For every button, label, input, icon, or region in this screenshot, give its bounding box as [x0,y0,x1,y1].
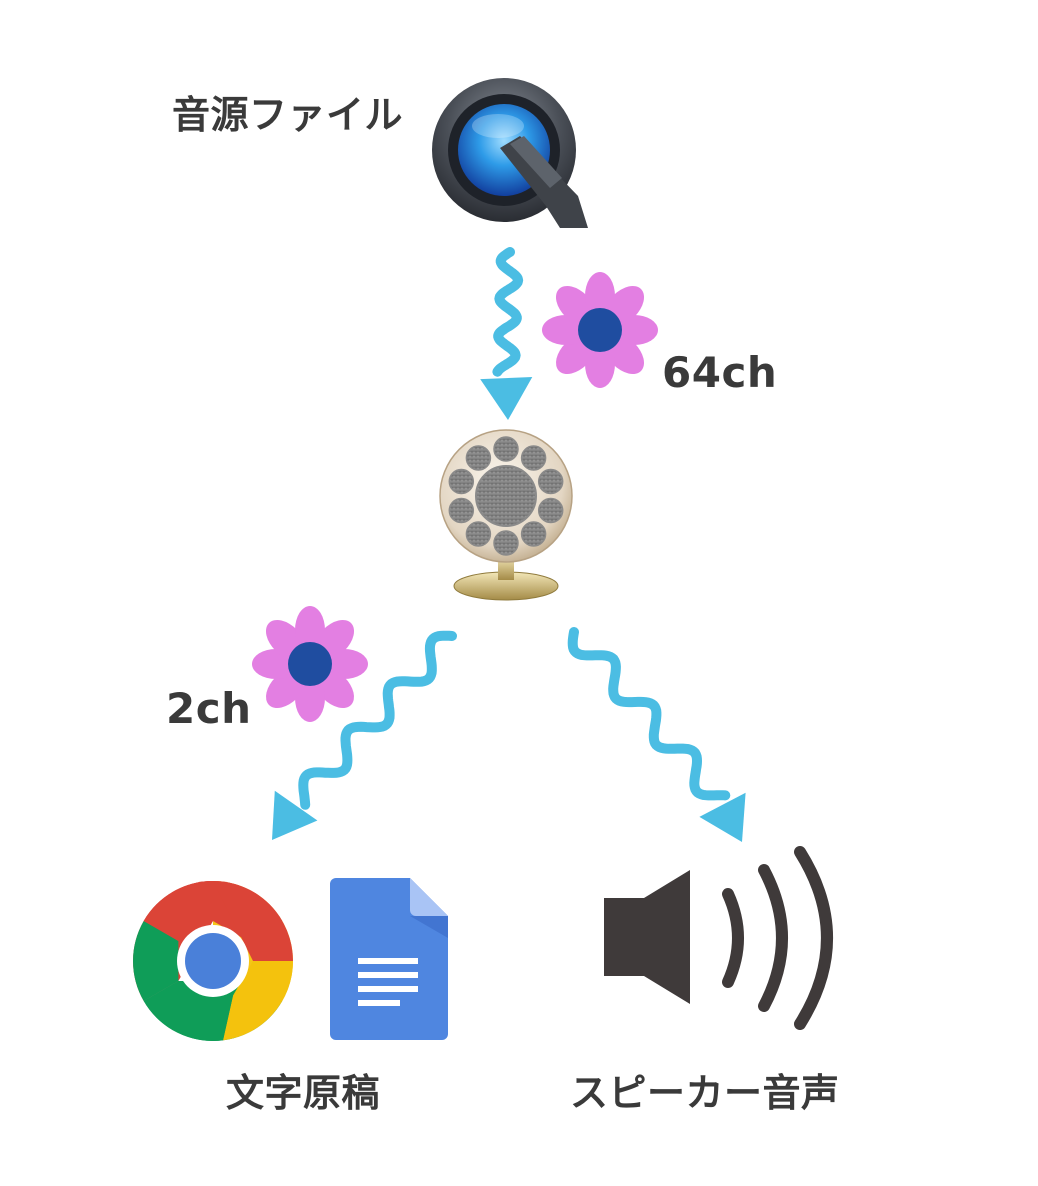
mic-grille-hole [448,468,475,495]
source-file-label: 音源ファイル [172,93,404,137]
mic-grille-hole [520,445,547,471]
mic-grille-hole [465,445,492,471]
speaker-icon [604,846,833,1030]
arrowhead-mixer-to-speaker [699,792,746,842]
wavy-arrow-mixer-to-speaker [567,627,731,801]
mic-grille-hole [493,436,519,462]
wavy-arrow-mixer-to-text [298,630,457,810]
microphone-icon [439,429,573,601]
channel-count-label-2: 2ch [166,684,252,733]
speaker-output-label: スピーカー音声 [570,1071,840,1115]
flower-center [578,308,622,352]
flower-center [288,642,332,686]
mic-grille-hole [520,521,547,547]
arrowhead-mixer-to-text [272,790,318,840]
mic-grille-hole [448,497,475,524]
chrome-icon [133,881,293,1042]
google-docs-icon [330,878,448,1040]
mic-grille-hole [537,468,564,495]
text-output-label: 文字原稿 [226,1071,381,1115]
flower-icon [252,606,368,722]
mic-grille-hole [493,530,519,556]
wavy-arrow-source-to-mixer [492,247,524,377]
mic-grille-hole [465,521,492,547]
channel-count-label-64: 64ch [662,348,778,397]
flower-icon [542,272,658,388]
quicktime-icon [432,78,588,228]
mic-grille-hole [537,497,564,524]
arrowhead-source-to-mixer [480,377,533,420]
